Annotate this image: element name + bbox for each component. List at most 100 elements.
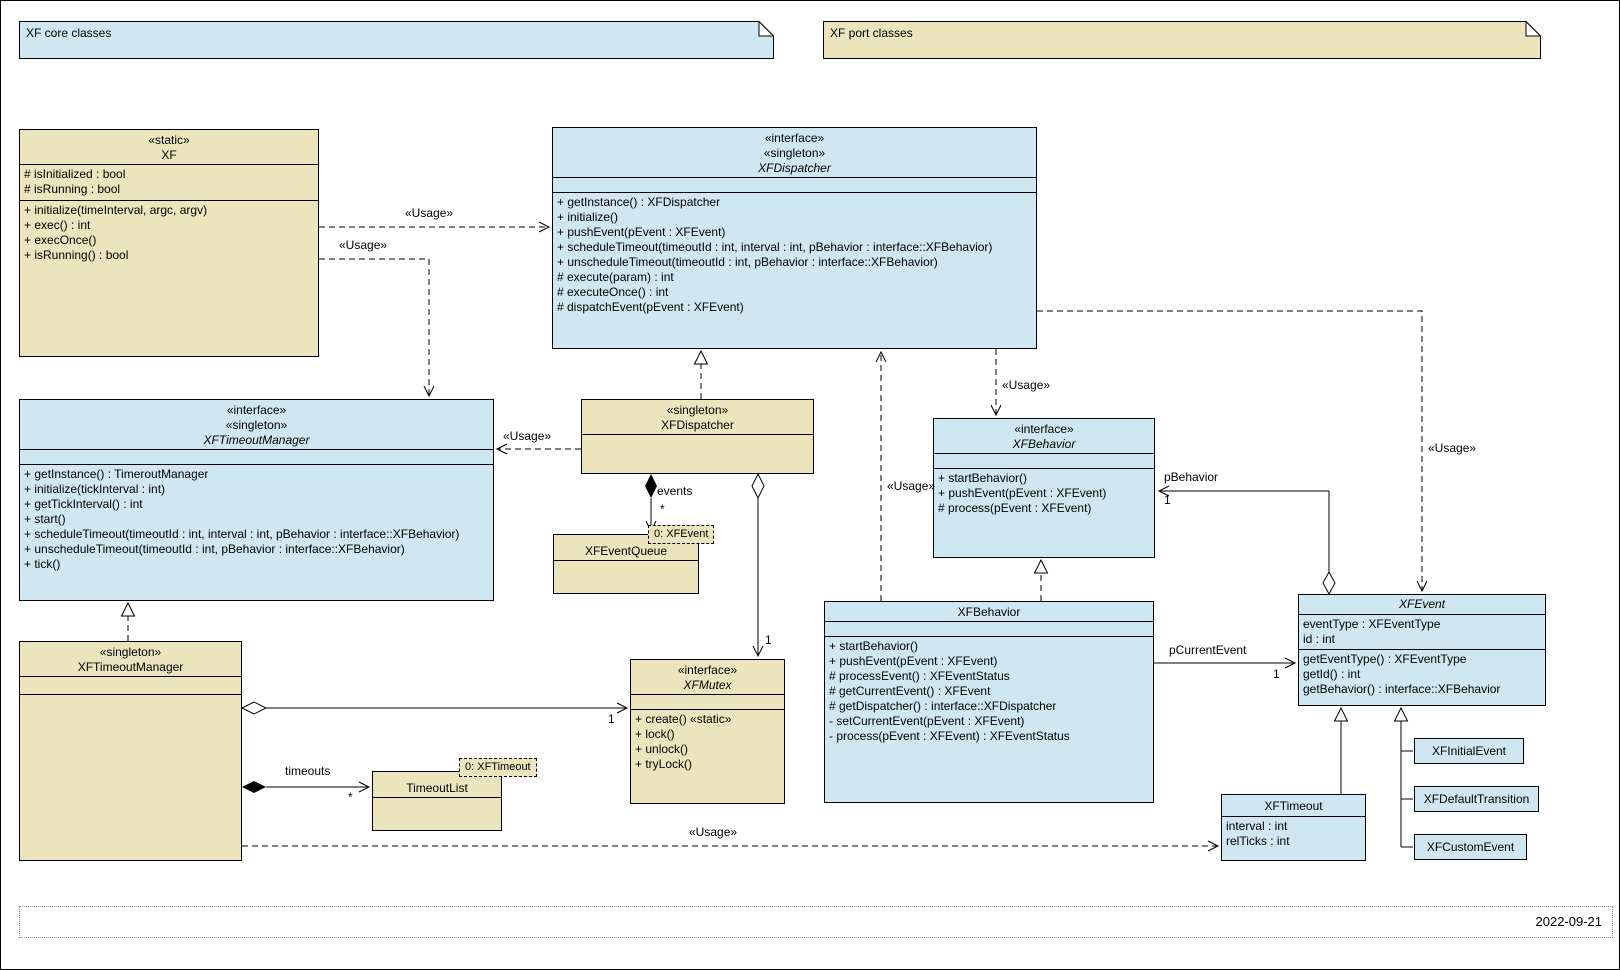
body bbox=[582, 434, 813, 473]
composition-diamond-events bbox=[645, 474, 657, 498]
multiplicity-one: 1 bbox=[1164, 493, 1171, 507]
stereotype: «singleton» bbox=[99, 645, 162, 659]
class-name: XFDefaultTransition bbox=[1423, 791, 1530, 806]
member: + unscheduleTimeout(timeoutId : int, pBe… bbox=[24, 542, 405, 556]
member: + isRunning() : bool bbox=[24, 248, 129, 262]
member: + unlock() bbox=[635, 742, 689, 756]
methods: + startBehavior()+ pushEvent(pEvent : XF… bbox=[825, 636, 1153, 802]
note-port-label: XF port classes bbox=[830, 26, 913, 40]
aggregation-event-behavior bbox=[1157, 485, 1330, 572]
role-events-label: events bbox=[657, 484, 693, 498]
aggregation-diamond-timeoutmanager bbox=[240, 701, 268, 715]
body bbox=[373, 797, 501, 830]
member: - process(pEvent : XFEvent) : XFEventSta… bbox=[829, 729, 1070, 743]
usage-xf-to-xftimeoutmanager bbox=[319, 258, 435, 398]
class-xfinitialevent[interactable]: XFInitialEvent bbox=[1414, 738, 1524, 764]
usage-label: «Usage» bbox=[689, 825, 738, 839]
attributes bbox=[825, 621, 1153, 636]
attributes bbox=[20, 676, 241, 694]
member: + getInstance() : XFDispatcher bbox=[557, 195, 721, 209]
member: + initialize(tickInterval : int) bbox=[24, 482, 166, 496]
class-name: XFEventQueue bbox=[584, 544, 668, 558]
class-xf[interactable]: «static» XF # isInitialized : bool# isRu… bbox=[19, 129, 319, 357]
methods: + getInstance() : XFDispatcher+ initiali… bbox=[553, 192, 1036, 348]
usage-label: «Usage» bbox=[503, 429, 552, 443]
usage-label: «Usage» bbox=[1002, 378, 1051, 392]
date-box: 2022-09-21 bbox=[19, 906, 1613, 938]
role-pcurrentevent-label: pCurrentEvent bbox=[1169, 643, 1247, 657]
member: interval : int bbox=[1226, 819, 1288, 833]
stereotype: «interface» «singleton» bbox=[763, 131, 826, 160]
class-name: XFMutex bbox=[683, 678, 732, 692]
object-note-xfevent: 0: XFEvent bbox=[648, 525, 715, 544]
multiplicity-one: 1 bbox=[765, 633, 772, 647]
member: # isInitialized : bool bbox=[24, 167, 126, 181]
member: + exec() : int bbox=[24, 218, 91, 232]
usage-label: «Usage» bbox=[1428, 441, 1477, 455]
class-name: XFDispatcher bbox=[661, 418, 734, 432]
methods: + create() «static»+ lock()+ unlock()+ t… bbox=[631, 709, 784, 803]
aggregation-diamond-dispatcher bbox=[751, 472, 765, 500]
member: # dispatchEvent(pEvent : XFEvent) bbox=[557, 300, 744, 314]
member: + getTickInterval() : int bbox=[24, 497, 143, 511]
member: + initialize(timeInterval, argc, argv) bbox=[24, 203, 208, 217]
class-name: XFInitialEvent bbox=[1431, 743, 1507, 758]
class-name: XFTimeoutManager bbox=[203, 433, 310, 447]
class-name: XFTimeout bbox=[1264, 799, 1323, 813]
class-xfmutex-interface[interactable]: «interface» XFMutex + create() «static»+… bbox=[630, 659, 785, 804]
class-name: XFBehavior bbox=[957, 605, 1021, 619]
attributes bbox=[553, 177, 1036, 192]
class-xfdefaulttransition[interactable]: XFDefaultTransition bbox=[1414, 786, 1539, 812]
class-xftimeoutmanager-interface[interactable]: «interface» «singleton» XFTimeoutManager… bbox=[19, 399, 494, 601]
member: + pushEvent(pEvent : XFEvent) bbox=[829, 654, 998, 668]
role-pbehavior-label: pBehavior bbox=[1164, 470, 1219, 484]
stereotype: «interface» bbox=[677, 663, 738, 677]
member: # process(pEvent : XFEvent) bbox=[938, 501, 1092, 515]
class-xfdispatcher-interface[interactable]: «interface» «singleton» XFDispatcher + g… bbox=[552, 127, 1037, 349]
aggregation-diamond-event bbox=[1322, 570, 1336, 596]
stereotype: «interface» bbox=[1014, 422, 1074, 436]
attributes bbox=[934, 453, 1154, 468]
member: + create() «static» bbox=[635, 712, 732, 726]
note-shape bbox=[19, 20, 775, 59]
member: + lock() bbox=[635, 727, 675, 741]
class-xfeventqueue[interactable]: XFEventQueue bbox=[553, 534, 699, 594]
multiplicity-many: * bbox=[660, 502, 665, 516]
attributes bbox=[20, 449, 493, 464]
member: getId() : int bbox=[1303, 667, 1361, 681]
member: + startBehavior() bbox=[938, 471, 1028, 485]
object-note-xftimeout: 0: XFTimeout bbox=[459, 758, 537, 777]
member: + scheduleTimeout(timeoutId : int, inter… bbox=[557, 240, 993, 254]
class-xfbehavior[interactable]: XFBehavior + startBehavior()+ pushEvent(… bbox=[824, 601, 1154, 803]
stereotype: «static» bbox=[148, 133, 190, 147]
member: eventType : XFEventType bbox=[1303, 617, 1441, 631]
class-xfcustomevent[interactable]: XFCustomEvent bbox=[1414, 834, 1527, 860]
class-timeoutlist[interactable]: TimeoutList bbox=[372, 771, 502, 831]
member: # isRunning : bool bbox=[24, 182, 121, 196]
class-xfbehavior-interface[interactable]: «interface» XFBehavior + startBehavior()… bbox=[933, 418, 1155, 558]
class-name: XFTimeoutManager bbox=[77, 660, 184, 674]
usage-label: «Usage» bbox=[339, 238, 388, 252]
member: + pushEvent(pEvent : XFEvent) bbox=[938, 486, 1107, 500]
member: + pushEvent(pEvent : XFEvent) bbox=[557, 225, 726, 239]
attributes: # isInitialized : bool# isRunning : bool bbox=[20, 164, 318, 200]
methods: + startBehavior()+ pushEvent(pEvent : XF… bbox=[934, 468, 1154, 557]
class-name: XFBehavior bbox=[1012, 437, 1076, 451]
class-xfdispatcher-singleton[interactable]: «singleton» XFDispatcher bbox=[581, 399, 814, 474]
role-timeouts-label: timeouts bbox=[285, 764, 331, 778]
member: relTicks : int bbox=[1226, 834, 1290, 848]
member: # execute(param) : int bbox=[557, 270, 674, 284]
member: # getCurrentEvent() : XFEvent bbox=[829, 684, 991, 698]
member: + scheduleTimeout(timeoutId : int, inter… bbox=[24, 527, 460, 541]
multiplicity-many: * bbox=[348, 790, 353, 804]
multiplicity-one: 1 bbox=[608, 712, 615, 726]
class-xftimeoutmanager-singleton[interactable]: «singleton» XFTimeoutManager bbox=[19, 641, 242, 861]
methods: + initialize(timeInterval, argc, argv)+ … bbox=[20, 200, 318, 356]
class-name: XFCustomEvent bbox=[1426, 839, 1515, 854]
usage-label: «Usage» bbox=[405, 206, 454, 220]
